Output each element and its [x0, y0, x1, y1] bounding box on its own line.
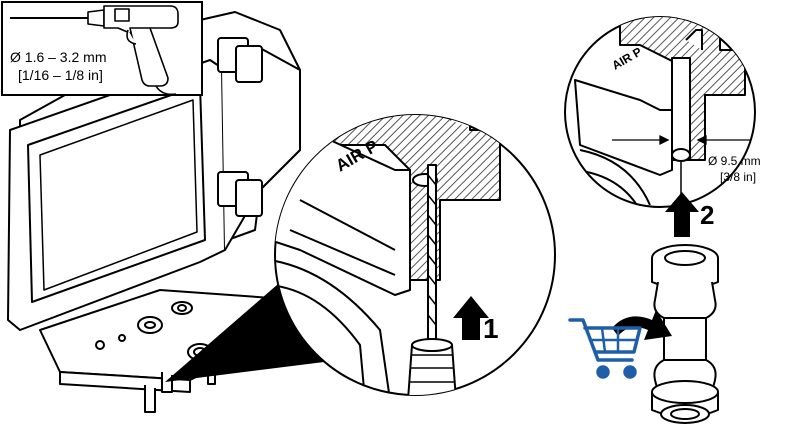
up-arrow-icon — [665, 192, 699, 237]
callout-left: AIR P 1 — [274, 114, 556, 396]
step-number-1: 1 — [483, 313, 499, 344]
enclosure — [7, 11, 311, 413]
hole-size-in: [3/8 in] — [720, 170, 756, 184]
step-number-2: 2 — [700, 200, 714, 230]
drill-size-mm: Ø 1.6 – 3.2 mm — [10, 49, 106, 65]
callout-right: AIR P Ø 9.5 mm [3/8 in] 2 — [564, 16, 761, 237]
drill-inset: Ø 1.6 – 3.2 mm [1/16 – 1/8 in] — [1, 1, 203, 96]
up-arrow-icon — [453, 296, 489, 340]
drill-icon — [10, 5, 179, 96]
shopping-cart-icon — [568, 318, 642, 379]
drill-size-in: [1/16 – 1/8 in] — [18, 67, 103, 83]
curved-arrow — [612, 310, 672, 340]
pipe-fitting-icon — [651, 244, 719, 424]
dimension-arrows — [612, 134, 750, 146]
hole-size-mm: Ø 9.5 mm — [708, 154, 761, 168]
